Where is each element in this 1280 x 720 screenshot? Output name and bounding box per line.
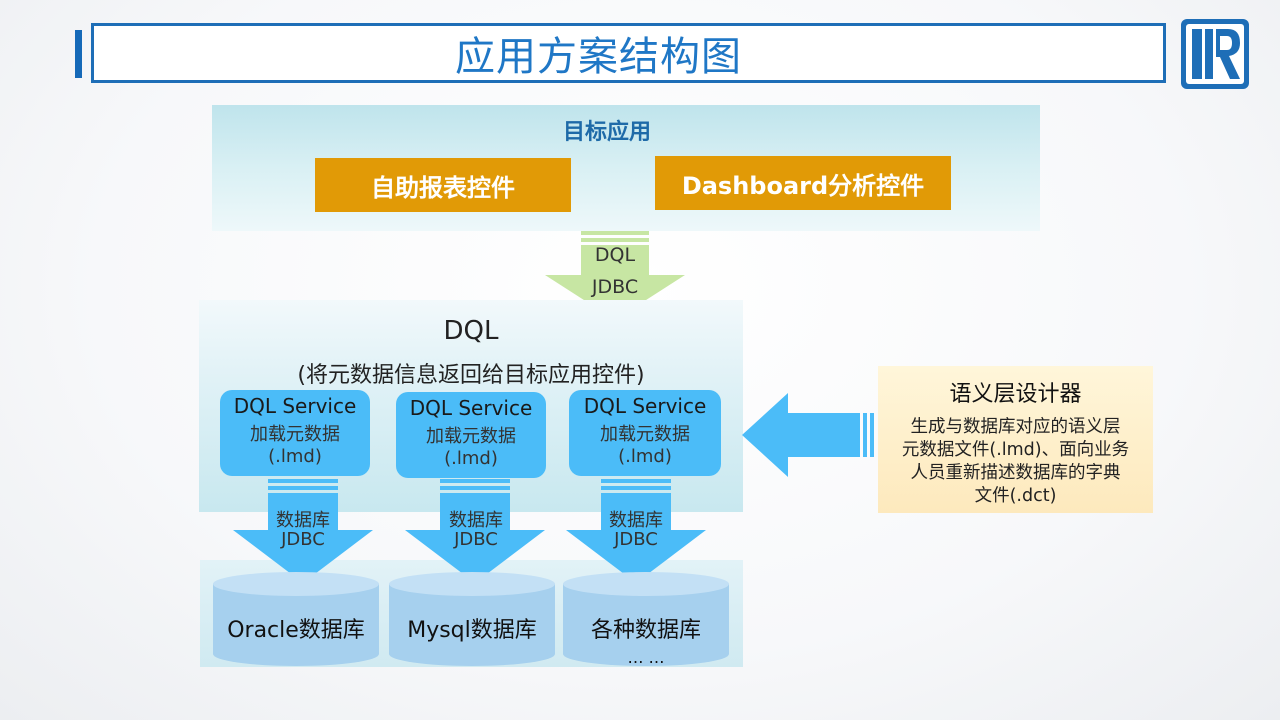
service-file-ext: (.lmd)	[268, 446, 322, 467]
target-app-title: 目标应用	[562, 120, 651, 145]
arrow-label-jdbc: JDBC	[614, 529, 658, 550]
database-label-oracle: Oracle数据库	[227, 618, 365, 643]
arrow-label-jdbc: JDBC	[591, 276, 639, 298]
designer-desc-line: 人员重新描述数据库的字典	[910, 463, 1121, 483]
dql-service-box: DQL Service 加载元数据 (.lmd)	[396, 392, 546, 478]
dql-subtitle: (将元数据信息返回给目标应用控件)	[297, 363, 645, 388]
db-jdbc-arrow-icon	[566, 479, 706, 583]
service-file-ext: (.lmd)	[618, 446, 672, 467]
arrow-label-database: 数据库	[276, 510, 330, 531]
designer-desc-line: 生成与数据库对应的语义层	[910, 417, 1121, 437]
designer-to-dql-arrow-icon	[742, 393, 874, 477]
title-box: 应用方案结构图	[91, 23, 1166, 83]
service-desc: 加载元数据	[426, 426, 516, 447]
self-service-report-control: 自助报表控件	[315, 158, 571, 212]
database-cylinder-icon	[213, 572, 379, 666]
service-file-ext: (.lmd)	[444, 448, 498, 469]
db-jdbc-arrow-icon	[405, 479, 545, 583]
dql-service-box: DQL Service 加载元数据 (.lmd)	[569, 390, 721, 476]
database-label-mysql: Mysql数据库	[407, 618, 537, 643]
title-accent-bar	[75, 30, 82, 78]
designer-description: 生成与数据库对应的语义层 元数据文件(.lmd)、面向业务 人员重新描述数据库的…	[878, 416, 1153, 508]
arrow-label-database: 数据库	[609, 510, 663, 531]
designer-desc-line: 文件(.dct)	[974, 486, 1057, 506]
semantic-layer-designer-box: 语义层设计器 生成与数据库对应的语义层 元数据文件(.lmd)、面向业务 人员重…	[878, 366, 1153, 513]
designer-desc-line: 元数据文件(.lmd)、面向业务	[901, 440, 1130, 460]
service-desc: 加载元数据	[250, 424, 340, 445]
page-title: 应用方案结构图	[455, 34, 742, 80]
database-cylinder-icon	[563, 572, 729, 666]
service-name: DQL Service	[583, 394, 707, 418]
database-label-various: 各种数据库	[590, 618, 701, 643]
logo-icon	[1181, 19, 1249, 89]
dql-service-box: DQL Service 加载元数据 (.lmd)	[220, 390, 370, 476]
service-name: DQL Service	[233, 394, 357, 418]
dashboard-analysis-control: Dashboard分析控件	[655, 156, 951, 210]
db-jdbc-arrow-icon	[233, 479, 373, 583]
arrow-label-dql: DQL	[594, 244, 636, 266]
arrow-label-jdbc: JDBC	[454, 529, 498, 550]
arrow-label-database: 数据库	[449, 510, 503, 531]
service-desc: 加载元数据	[600, 424, 690, 445]
arrow-label-jdbc: JDBC	[281, 529, 325, 550]
database-cylinder-icon	[389, 572, 555, 666]
dql-jdbc-arrow-icon	[545, 231, 685, 320]
service-name: DQL Service	[409, 396, 533, 420]
dql-title: DQL	[443, 316, 499, 346]
database-label-ellipsis: … …	[627, 648, 665, 667]
designer-title: 语义层设计器	[949, 382, 1082, 407]
